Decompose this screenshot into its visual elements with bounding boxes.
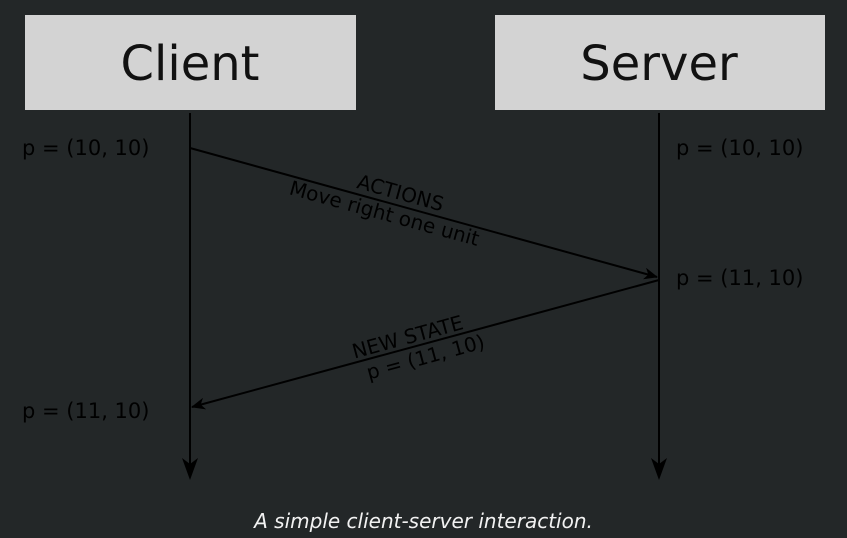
client-initial-state: p = (10, 10) <box>22 136 149 160</box>
server-updated-state: p = (11, 10) <box>676 266 803 290</box>
new-state-arrow <box>191 279 660 410</box>
client-label: Client <box>121 36 260 92</box>
actions-message: ACTIONS Move right one unit <box>287 169 482 250</box>
client-lifeline-arrowhead <box>182 458 198 480</box>
actions-arrow <box>189 147 658 280</box>
client-final-state: p = (11, 10) <box>22 399 149 423</box>
server-box <box>495 15 825 110</box>
client-box <box>25 15 356 110</box>
figure-caption: A simple client-server interaction. <box>254 509 593 533</box>
server-lifeline-arrowhead <box>651 458 667 480</box>
server-initial-state: p = (10, 10) <box>676 136 803 160</box>
new-state-message: NEW STATE p = (11, 10) <box>349 310 487 384</box>
sequence-diagram: Client Server p = (10, 10) p = (10, 10) … <box>22 15 825 480</box>
server-label: Server <box>580 36 738 92</box>
